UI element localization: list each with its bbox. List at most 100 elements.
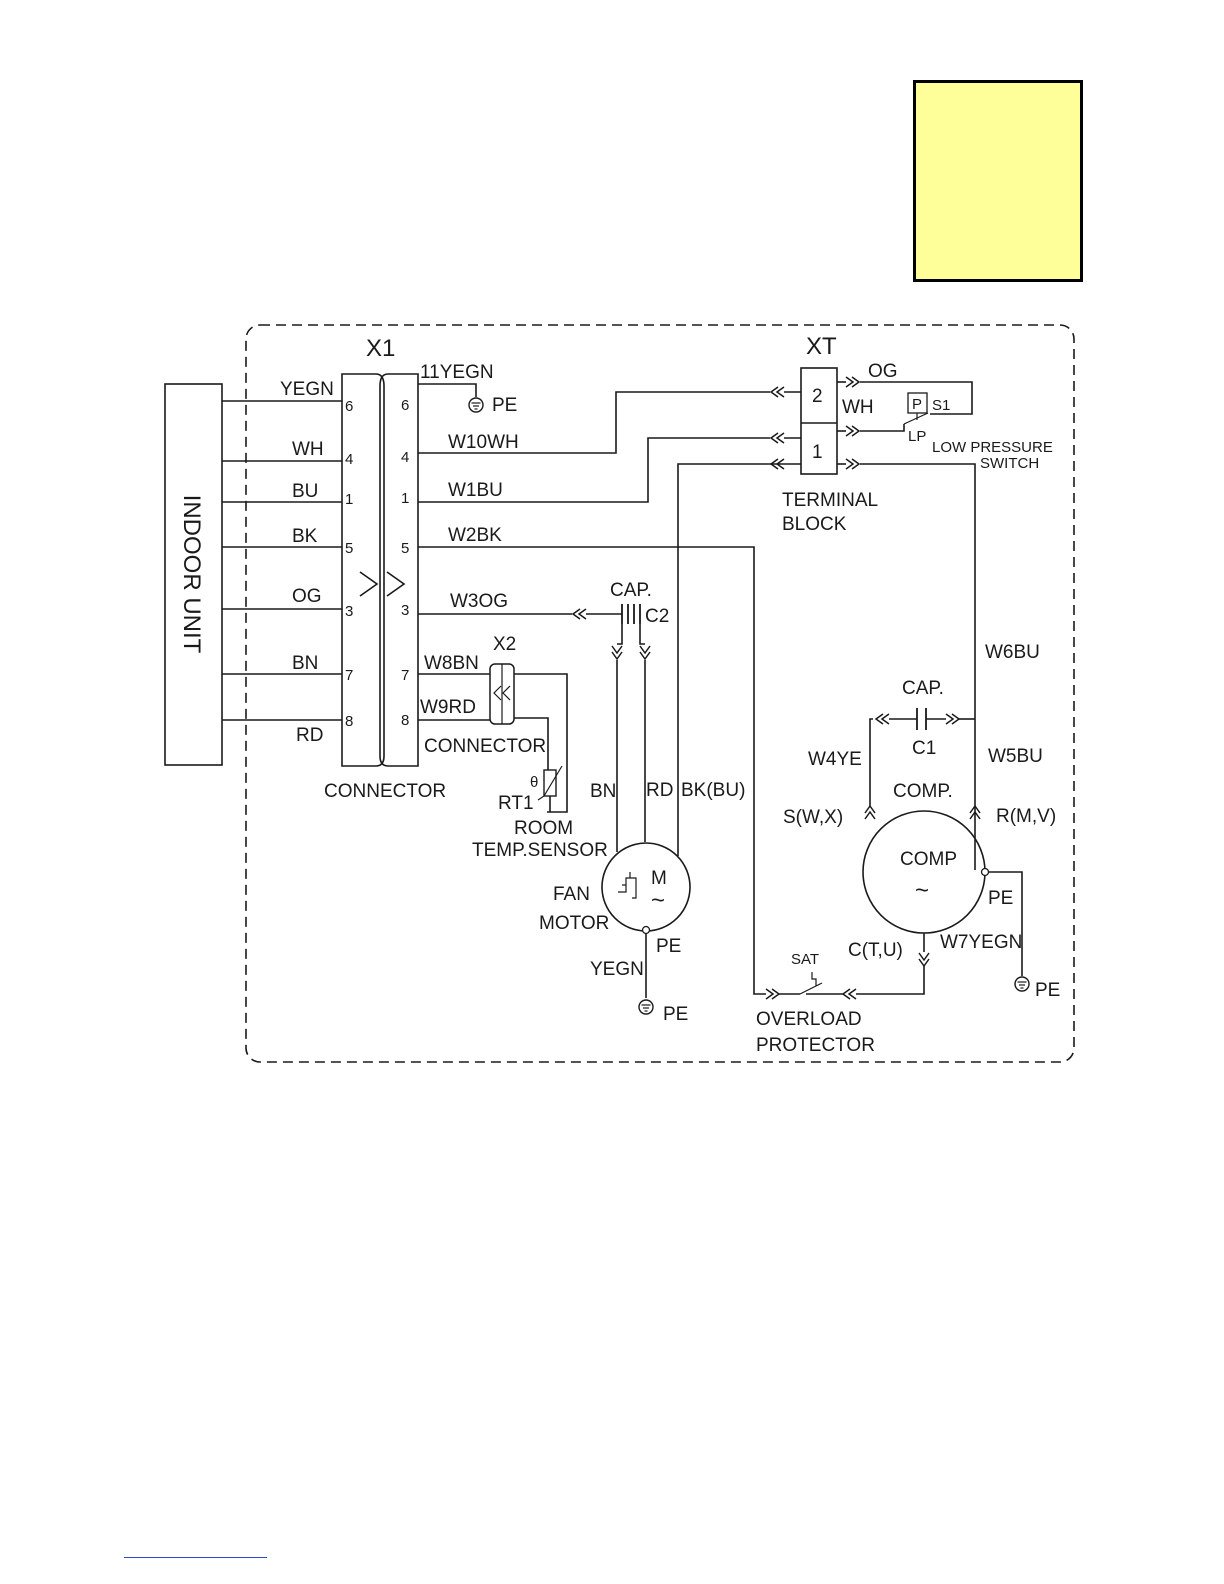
lp-switch-contact [903, 412, 929, 425]
wire-label-w3og: W3OG [450, 591, 508, 612]
ground-icon [638, 999, 654, 1015]
comp-r-terminal: R(M,V) [996, 806, 1056, 827]
x1-connector-housing [341, 373, 385, 767]
yellow-note-box [913, 80, 1083, 282]
w6bu-label: W6BU [985, 642, 1040, 663]
overload-caption-2: PROTECTOR [756, 1035, 875, 1056]
comp-pe-ground: PE [1035, 980, 1060, 1001]
xt-pin-2: 2 [812, 386, 823, 407]
pin-number: 7 [345, 667, 353, 684]
sensor-wire-rd [514, 717, 549, 770]
pin-number: 8 [401, 712, 409, 729]
pin-number: 4 [345, 451, 353, 468]
pin-number: 4 [401, 449, 409, 466]
fan-motor-caption-1: FAN [553, 884, 590, 905]
indoor-unit-block [164, 383, 223, 766]
lp-caption-1: LOW PRESSURE [932, 439, 1053, 456]
lp-s1-label: S1 [932, 397, 950, 414]
fan-bn-label: BN [590, 781, 616, 802]
x1-connector-plug [379, 373, 419, 767]
pin-number: 5 [401, 540, 409, 557]
fan-motor-caption-2: MOTOR [539, 913, 609, 934]
pin-number: 1 [345, 491, 353, 508]
sat-label: SAT [791, 951, 819, 968]
terminal-block [800, 367, 838, 475]
compressor-symbol [862, 810, 986, 934]
xt-pin-1: 1 [812, 442, 823, 463]
w4ye-label: W4YE [808, 749, 862, 770]
wire-color-label: BU [292, 481, 318, 502]
fan-cap-id: C2 [645, 606, 669, 627]
lp-lp-label: LP [908, 428, 926, 445]
wire-label-w10wh: W10WH [448, 432, 519, 453]
pe-wire-top [418, 383, 477, 397]
w7yegn-label: W7YEGN [940, 932, 1022, 953]
fan-cap-label: CAP. [610, 580, 652, 601]
comp-c-terminal: C(T,U) [848, 940, 903, 961]
pin-number: 6 [401, 397, 409, 414]
terminal-block-caption-2: BLOCK [782, 514, 847, 535]
fan-bk-label: BK(BU) [681, 780, 745, 801]
comp-c-wire [856, 966, 925, 995]
x1-label: X1 [366, 335, 395, 362]
sensor-wire-bn [514, 673, 568, 813]
wire-label-w2bk: W2BK [448, 525, 502, 546]
fan-motor-symbol [601, 842, 691, 932]
x1-outgoing-wires [418, 391, 770, 995]
fan-motor-m: M [651, 868, 667, 889]
lp-og-label: OG [868, 361, 898, 382]
wire-color-label: BK [292, 526, 318, 547]
lp-og-wire [860, 381, 973, 415]
lp-wh-label: WH [842, 397, 874, 418]
x1-chevron-left [359, 571, 379, 597]
sensor-caption-2: TEMP.SENSOR [472, 840, 608, 861]
indoor-wire-colors: YEGN WH BU BK OG BN RD [280, 379, 334, 746]
yegn-pe-wire-label: 11YEGN [420, 362, 494, 383]
x2-label: X2 [493, 634, 516, 655]
fan-motor-pe-ground: PE [663, 1004, 688, 1025]
comp-s-terminal: S(W,X) [783, 807, 843, 828]
fan-rd-label: RD [646, 780, 673, 801]
terminal-block-caption-1: TERMINAL [782, 490, 878, 511]
wire-color-label: YEGN [280, 379, 334, 400]
fan-motor-pe: PE [656, 936, 681, 957]
wire-label-w1bu: W1BU [448, 480, 503, 501]
pin-number: 6 [345, 398, 353, 415]
wire-color-label: BN [292, 653, 318, 674]
fan-motor-tilde: ~ [651, 887, 665, 914]
overload-caption-1: OVERLOAD [756, 1009, 862, 1030]
footer-link-underline [124, 1557, 267, 1558]
ground-icon [1014, 976, 1030, 992]
pin-number: 8 [345, 713, 353, 730]
indoor-wires [222, 400, 342, 721]
outdoor-unit-enclosure [245, 324, 1075, 1063]
w6bu-wire [860, 463, 976, 870]
sensor-caption-1: ROOM [514, 818, 573, 839]
wire-color-label: OG [292, 586, 322, 607]
comp-inner-label: COMP [900, 849, 957, 870]
lp-wh-wire [860, 424, 905, 432]
fan-motor-thermal-icon [618, 872, 637, 899]
wire-label-w9rd: W9RD [420, 697, 476, 718]
lp-p-label: P [912, 396, 922, 413]
wire-bk-bu [677, 463, 801, 856]
comp-label: COMP. [893, 781, 953, 802]
pe-label-top: PE [492, 395, 517, 416]
x1-in-pins: 6 4 1 5 3 7 8 [345, 398, 353, 730]
sensor-theta: θ [530, 774, 538, 791]
wire-label-w8bn: W8BN [424, 653, 479, 674]
comp-pe: PE [988, 888, 1013, 909]
ground-icon [468, 397, 484, 413]
sensor-rt-label: RT1 [498, 793, 534, 814]
pin-number: 1 [401, 490, 409, 507]
fan-motor-yegn: YEGN [590, 959, 644, 980]
indoor-unit-label: INDOOR UNIT [178, 495, 205, 654]
pin-number: 3 [401, 602, 409, 619]
comp-cap-id: C1 [912, 738, 936, 759]
pin-number: 7 [401, 667, 409, 684]
wire-color-label: WH [292, 439, 324, 460]
pin-number: 5 [345, 540, 353, 557]
x1-chevron-right [386, 571, 406, 597]
lp-caption-2: SWITCH [980, 455, 1039, 472]
